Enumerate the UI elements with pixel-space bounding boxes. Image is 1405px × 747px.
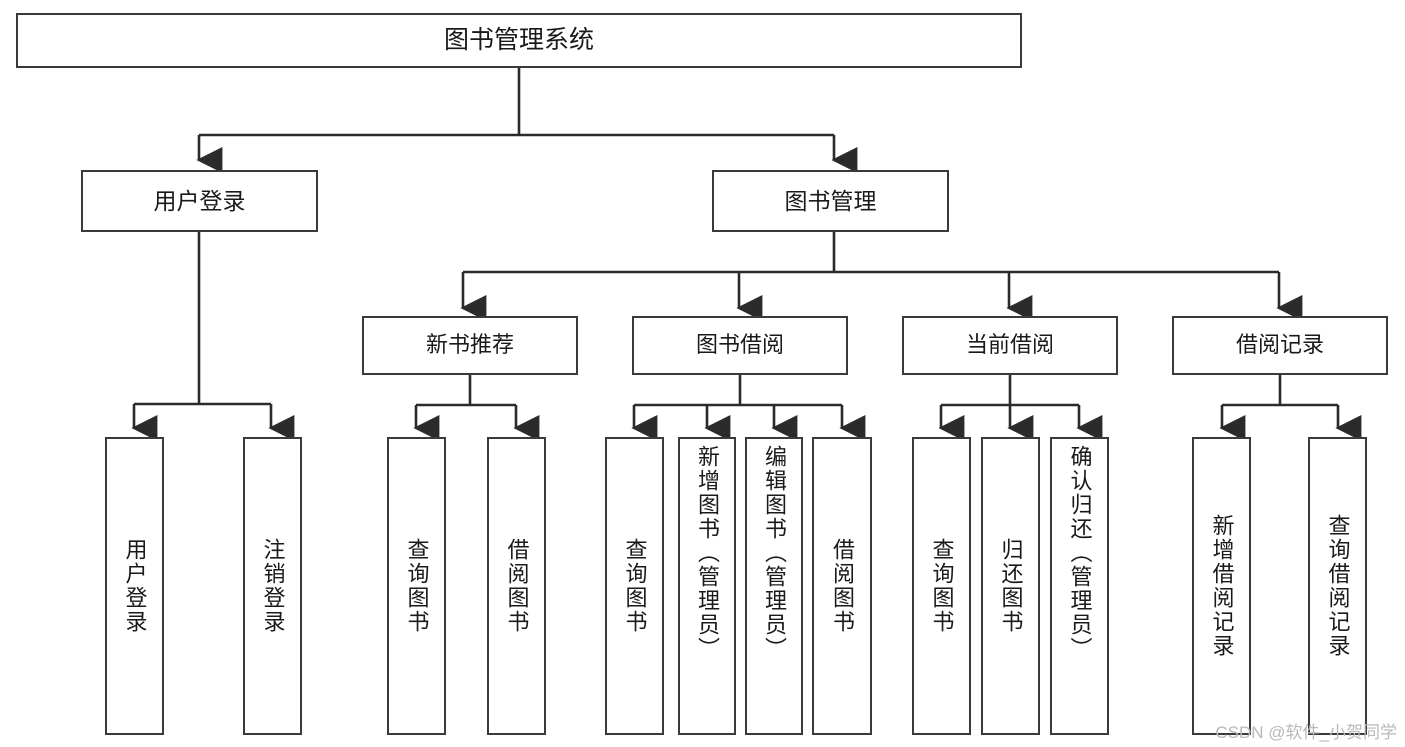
node-label: 当前借阅	[965, 332, 1054, 358]
node-current-borrow[interactable]: 当前借阅	[902, 316, 1118, 375]
node-label: 查询图书	[622, 538, 648, 634]
leaf-query-book-borrow[interactable]: 查询图书	[605, 437, 664, 735]
node-label: 图书管理系统	[443, 26, 594, 55]
node-new-book-recommend[interactable]: 新书推荐	[362, 316, 578, 375]
node-label: 查询借阅记录	[1325, 514, 1351, 658]
leaf-add-book-admin[interactable]: 新增图书（管理员）	[678, 437, 736, 735]
node-label: 借阅记录	[1235, 332, 1324, 358]
node-label: 查询图书	[929, 538, 955, 634]
node-label: 编辑图书（管理员）	[762, 445, 787, 661]
node-label: 新增借阅记录	[1209, 514, 1235, 658]
leaf-user-logout[interactable]: 注销登录	[243, 437, 302, 735]
node-label: 新增图书（管理员）	[695, 445, 720, 661]
node-label: 借阅图书	[830, 538, 855, 634]
node-book-borrow[interactable]: 图书借阅	[632, 316, 848, 375]
node-label: 用户登录	[153, 187, 246, 214]
node-label: 借阅图书	[504, 538, 530, 634]
node-borrow-records[interactable]: 借阅记录	[1172, 316, 1388, 375]
leaf-query-borrow-record[interactable]: 查询借阅记录	[1308, 437, 1367, 735]
node-label: 图书借阅	[695, 332, 784, 358]
leaf-borrow-book[interactable]: 借阅图书	[812, 437, 872, 735]
csdn-watermark: CSDN @软件_小贺同学	[1215, 723, 1397, 742]
leaf-borrow-book-recommend[interactable]: 借阅图书	[487, 437, 546, 735]
leaf-query-book-current[interactable]: 查询图书	[912, 437, 971, 735]
node-label: 确认归还（管理员）	[1067, 445, 1093, 661]
node-label: 查询图书	[404, 538, 430, 634]
node-label: 新书推荐	[425, 332, 514, 358]
node-book-management[interactable]: 图书管理	[712, 170, 949, 232]
leaf-confirm-return-admin[interactable]: 确认归还（管理员）	[1050, 437, 1109, 735]
node-label: 图书管理	[784, 187, 877, 214]
leaf-user-login[interactable]: 用户登录	[105, 437, 164, 735]
node-label: 归还图书	[998, 538, 1024, 634]
node-label: 用户登录	[122, 538, 148, 634]
leaf-query-book-recommend[interactable]: 查询图书	[387, 437, 446, 735]
leaf-return-book[interactable]: 归还图书	[981, 437, 1040, 735]
leaf-edit-book-admin[interactable]: 编辑图书（管理员）	[745, 437, 803, 735]
node-label: 注销登录	[260, 538, 286, 634]
node-user-login[interactable]: 用户登录	[81, 170, 318, 232]
node-root-book-management-system[interactable]: 图书管理系统	[16, 13, 1022, 68]
leaf-add-borrow-record[interactable]: 新增借阅记录	[1192, 437, 1251, 735]
